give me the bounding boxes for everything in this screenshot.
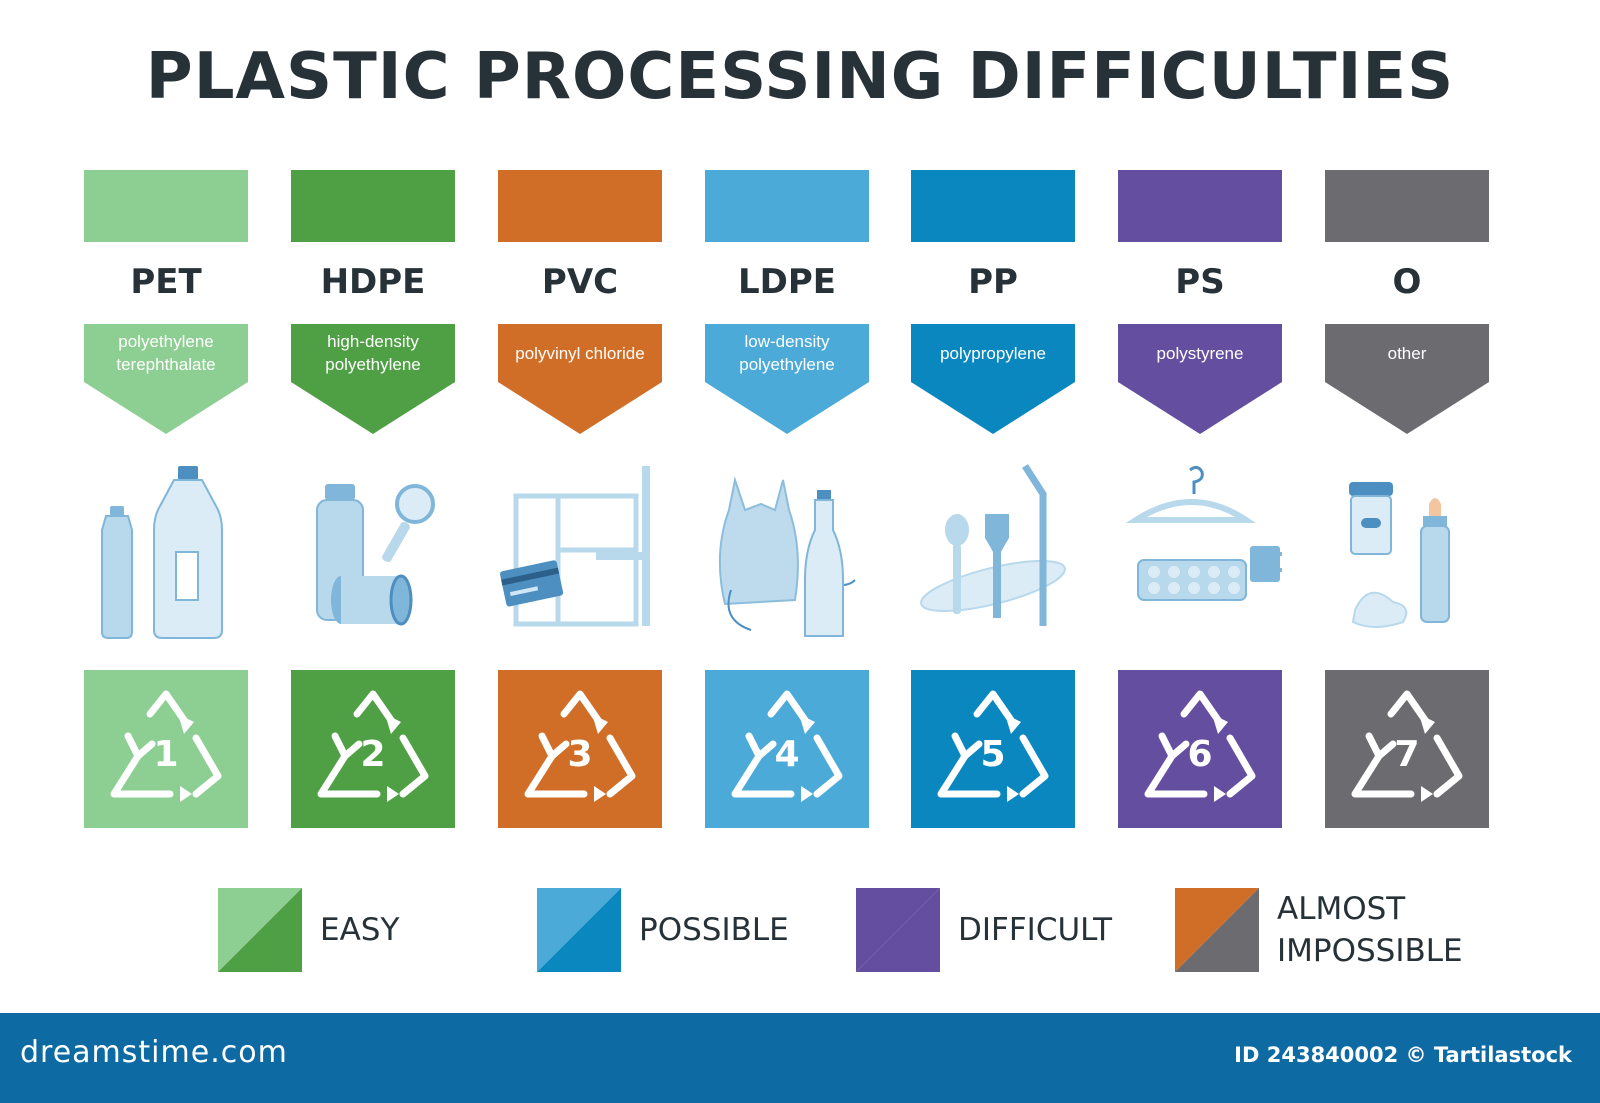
plastic-code: PVC: [541, 262, 619, 302]
recycling-badge: 2: [291, 670, 455, 828]
window-pipe-card-icon: [500, 466, 650, 627]
pennant-arrow: [291, 324, 455, 434]
color-swatch: [291, 170, 455, 242]
plastic-code: LDPE: [737, 262, 837, 302]
plastic-name: other: [1387, 343, 1427, 363]
footer-site: dreamstime.com: [20, 1035, 288, 1070]
shampoo-bottle-rattle-icon: [316, 484, 435, 626]
recycling-badge: 3: [498, 670, 662, 828]
recycling-triangle-icon: [937, 690, 1049, 798]
legend-label: EASY: [320, 912, 400, 948]
plastic-code: PP: [968, 262, 1018, 302]
recycling-number: 1: [153, 734, 179, 775]
plastic-code: HDPE: [320, 262, 426, 302]
pennant-arrow: [705, 324, 869, 434]
plastic-column-pp: PP polypropylene 5: [911, 170, 1075, 830]
recycling-triangle-icon: [1144, 690, 1256, 798]
recycling-badge: 6: [1118, 670, 1282, 828]
recycling-badge: 7: [1325, 670, 1489, 828]
plastic-name: polypropylene: [940, 343, 1046, 363]
plastic-column-pet: PET polyethylene terephthalate 1: [84, 170, 248, 830]
recycling-badge: 4: [705, 670, 869, 828]
color-swatch: [498, 170, 662, 242]
pennant-arrow: [84, 324, 248, 434]
legend-item-1: EASY: [218, 888, 548, 972]
color-swatch: [1118, 170, 1282, 242]
cutlery-straw-plate-icon: [920, 464, 1066, 626]
pennant-arrow: [1325, 324, 1489, 434]
bottles-icon: [101, 466, 223, 639]
legend-label: ALMOST IMPOSSIBLE: [1277, 891, 1463, 969]
legend-label: POSSIBLE: [639, 912, 789, 948]
plastic-column-hdpe: HDPE high-density polyethylene 2: [291, 170, 455, 830]
plastic-code: PS: [1175, 262, 1225, 302]
legend-swatch: [218, 888, 302, 972]
footer-bar: dreamstime.com ID 243840002 © Tartilasto…: [0, 1013, 1600, 1103]
plastic-column-ldpe: LDPE low-density polyethylene 4: [705, 170, 869, 830]
pennant-arrow: [498, 324, 662, 434]
recycling-number: 5: [980, 734, 1006, 775]
color-swatch: [1325, 170, 1489, 242]
recycling-number: 7: [1394, 734, 1420, 775]
color-swatch: [84, 170, 248, 242]
plastic-name: polyethylene terephthalate: [116, 332, 216, 374]
pennant-arrow: [1118, 324, 1282, 434]
legend-swatch: [1175, 888, 1259, 972]
recycling-triangle-icon: [1351, 690, 1463, 798]
plastic-name: polyvinyl chloride: [515, 343, 645, 363]
plastic-name: low-density polyethylene: [739, 332, 835, 374]
plastic-name: polystyrene: [1156, 343, 1244, 363]
recycling-triangle-icon: [524, 690, 636, 798]
footer-credit: ID 243840002 © Tartilastock: [1234, 1043, 1572, 1067]
plastic-code: O: [1392, 262, 1422, 302]
bag-bottle-icon: [718, 476, 856, 637]
recycling-triangle-icon: [731, 690, 843, 798]
page-title: PLASTIC PROCESSING DIFFICULTIES: [145, 40, 1455, 114]
pennant-arrow: [911, 324, 1075, 434]
jar-baby-bottle-icon: [1349, 482, 1450, 628]
recycling-number: 6: [1187, 734, 1213, 775]
legend-swatch: [537, 888, 621, 972]
recycling-badge: 1: [84, 670, 248, 828]
recycling-badge: 5: [911, 670, 1075, 828]
color-swatch: [911, 170, 1075, 242]
legend-label: DIFFICULT: [958, 912, 1113, 948]
plastic-column-o: O other 7: [1325, 170, 1489, 830]
legend-item-4: ALMOST IMPOSSIBLE: [1175, 888, 1505, 972]
recycling-number: 3: [567, 734, 593, 775]
recycling-number: 4: [774, 734, 800, 775]
hanger-egg-tray-cup-icon: [1125, 465, 1282, 601]
plastic-column-ps: PS polystyrene 6: [1118, 170, 1282, 830]
plastic-code: PET: [130, 262, 202, 302]
color-swatch: [705, 170, 869, 242]
recycling-triangle-icon: [110, 690, 222, 798]
legend-swatch: [856, 888, 940, 972]
plastic-name: high-density polyethylene: [325, 332, 421, 374]
recycling-number: 2: [360, 734, 386, 775]
plastic-column-pvc: PVC polyvinyl chloride 3: [498, 170, 662, 830]
recycling-triangle-icon: [317, 690, 429, 798]
legend-item-2: POSSIBLE: [537, 888, 867, 972]
legend-item-3: DIFFICULT: [856, 888, 1186, 972]
